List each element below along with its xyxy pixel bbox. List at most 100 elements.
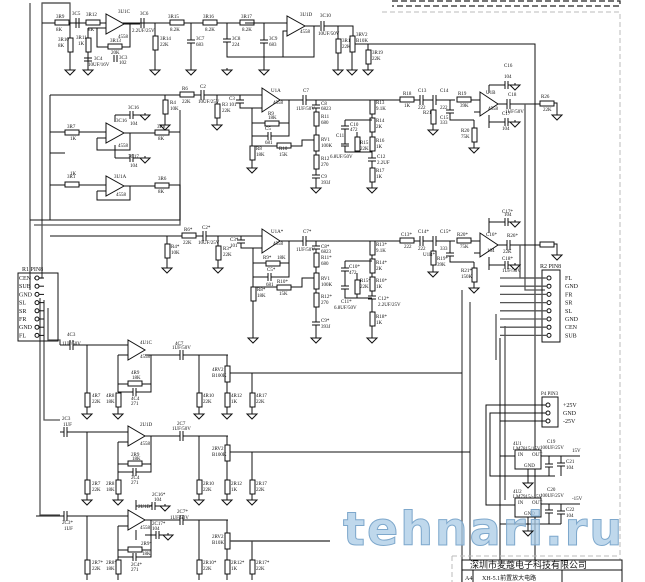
svg-text:-15V: -15V: [572, 497, 583, 502]
cap-c2: [194, 90, 270, 100]
svg-text:3R13: 3R13: [110, 39, 121, 44]
svg-text:R4*: R4*: [171, 245, 180, 250]
svg-text:2R12*: 2R12*: [231, 561, 245, 566]
svg-text:22K: 22K: [203, 488, 212, 493]
ground-icon: [111, 498, 125, 506]
potentiometer-2rv2b: [224, 532, 231, 550]
svg-text:C15*: C15*: [440, 230, 451, 235]
resistor-r8b: [250, 286, 257, 302]
svg-text:1K: 1K: [70, 137, 77, 142]
svg-text:8K: 8K: [158, 137, 165, 142]
svg-text:C8: C8: [321, 102, 327, 107]
svg-text:4558: 4558: [273, 242, 284, 247]
ground-icon: [426, 128, 440, 136]
ground-icon: [192, 498, 206, 506]
resistor-r9b: [265, 260, 281, 267]
svg-text:GND: GND: [524, 512, 535, 517]
resistor-r19: [456, 96, 472, 103]
svg-text:100UF/25V: 100UF/25V: [540, 446, 564, 451]
svg-text:R10*: R10*: [277, 280, 288, 285]
svg-text:18K: 18K: [132, 457, 141, 462]
svg-text:R20*: R20*: [457, 233, 468, 238]
pin-label: GND: [19, 292, 33, 298]
cap-c8b: [312, 241, 320, 253]
resistor-4r7: [84, 392, 91, 408]
pin-terminal: [546, 275, 552, 281]
svg-text:3C8: 3C8: [232, 37, 241, 42]
connector-right-label: R2 PIN8: [540, 264, 561, 270]
svg-text:2RV2: 2RV2: [212, 447, 224, 452]
cap-c12b: [368, 295, 376, 312]
ground-icon: [365, 186, 379, 194]
svg-text:8.2K: 8.2K: [170, 28, 180, 33]
resistor-4r8: [115, 392, 122, 408]
connector-right-pin: GND: [500, 283, 579, 290]
svg-text:681: 681: [265, 141, 273, 146]
svg-text:1UF/50V: 1UF/50V: [172, 346, 191, 351]
svg-text:4558: 4558: [116, 193, 127, 198]
svg-text:4R10: 4R10: [203, 394, 214, 399]
left-bus-wires: [29, 2, 181, 516]
ground-icon: [550, 113, 564, 121]
cap-3c3: [113, 55, 118, 62]
ground-icon: [80, 412, 94, 420]
svg-text:4558: 4558: [118, 144, 129, 149]
svg-text:R16: R16: [376, 139, 385, 144]
svg-text:22K: 22K: [256, 400, 265, 405]
svg-text:3C5: 3C5: [72, 12, 81, 17]
svg-text:4C7: 4C7: [175, 342, 184, 347]
svg-text:3RV2: 3RV2: [356, 33, 368, 38]
resistor-r18b: [399, 237, 415, 244]
svg-text:R21: R21: [423, 111, 432, 116]
pin-label: GND: [19, 325, 33, 331]
pin-label: CEN: [19, 276, 32, 282]
resistor-r12: [313, 154, 320, 170]
svg-text:100K: 100K: [321, 144, 333, 149]
ground-icon: [550, 253, 564, 261]
resistor-3r13: [107, 43, 123, 50]
ground-symbols: [63, 68, 564, 541]
cap-c3b: [237, 236, 254, 249]
resistor-2r12: [224, 479, 231, 495]
resistor-4r17: [249, 392, 256, 408]
resistor-2r12b: [224, 559, 231, 575]
opamp-3u1c: [105, 13, 126, 35]
company-name: 深圳市麦蔻电子科技有限公司: [470, 559, 587, 570]
svg-text:C18: C18: [508, 93, 517, 98]
svg-text:2R7*: 2R7*: [92, 561, 103, 566]
svg-text:104: 104: [566, 514, 574, 519]
resistor-r3b: [215, 245, 222, 261]
svg-text:R8: R8: [256, 147, 262, 152]
connector-right-pin: SR: [500, 300, 572, 307]
cap-3c16: [114, 111, 145, 122]
svg-text:1UF/50V: 1UF/50V: [170, 516, 189, 521]
svg-text:C9*: C9*: [321, 319, 330, 324]
svg-text:104: 104: [154, 498, 162, 503]
connector-left-body: [17, 272, 59, 342]
svg-text:3C6: 3C6: [140, 12, 149, 17]
svg-text:270: 270: [321, 301, 329, 306]
resistor-r10b: [276, 284, 292, 291]
svg-text:4558: 4558: [140, 442, 151, 447]
svg-text:R26*: R26*: [507, 234, 518, 239]
svg-text:LM7915/-15V: LM7915/-15V: [513, 495, 543, 500]
svg-text:R13: R13: [376, 101, 385, 106]
svg-text:2R17: 2R17: [256, 482, 267, 487]
svg-text:1UF: 1UF: [63, 423, 72, 428]
ground-icon: [220, 412, 234, 420]
resistor-r8: [249, 145, 256, 161]
cap-3c5: [75, 18, 80, 28]
svg-text:R20: R20: [461, 129, 470, 134]
svg-text:R12: R12: [321, 157, 330, 162]
svg-text:2.2UF/25V: 2.2UF/25V: [378, 303, 401, 308]
svg-text:3C3: 3C3: [119, 56, 128, 61]
page-frame: [382, 11, 621, 582]
pin-terminal: [34, 275, 40, 281]
svg-text:C12: C12: [377, 155, 386, 160]
svg-text:39K: 39K: [437, 263, 446, 268]
ground-icon: [160, 266, 174, 274]
svg-text:22K: 22K: [543, 108, 552, 113]
cap-c10: [341, 119, 372, 135]
resistor-3r6: [154, 182, 170, 189]
ground-icon: [184, 68, 198, 76]
